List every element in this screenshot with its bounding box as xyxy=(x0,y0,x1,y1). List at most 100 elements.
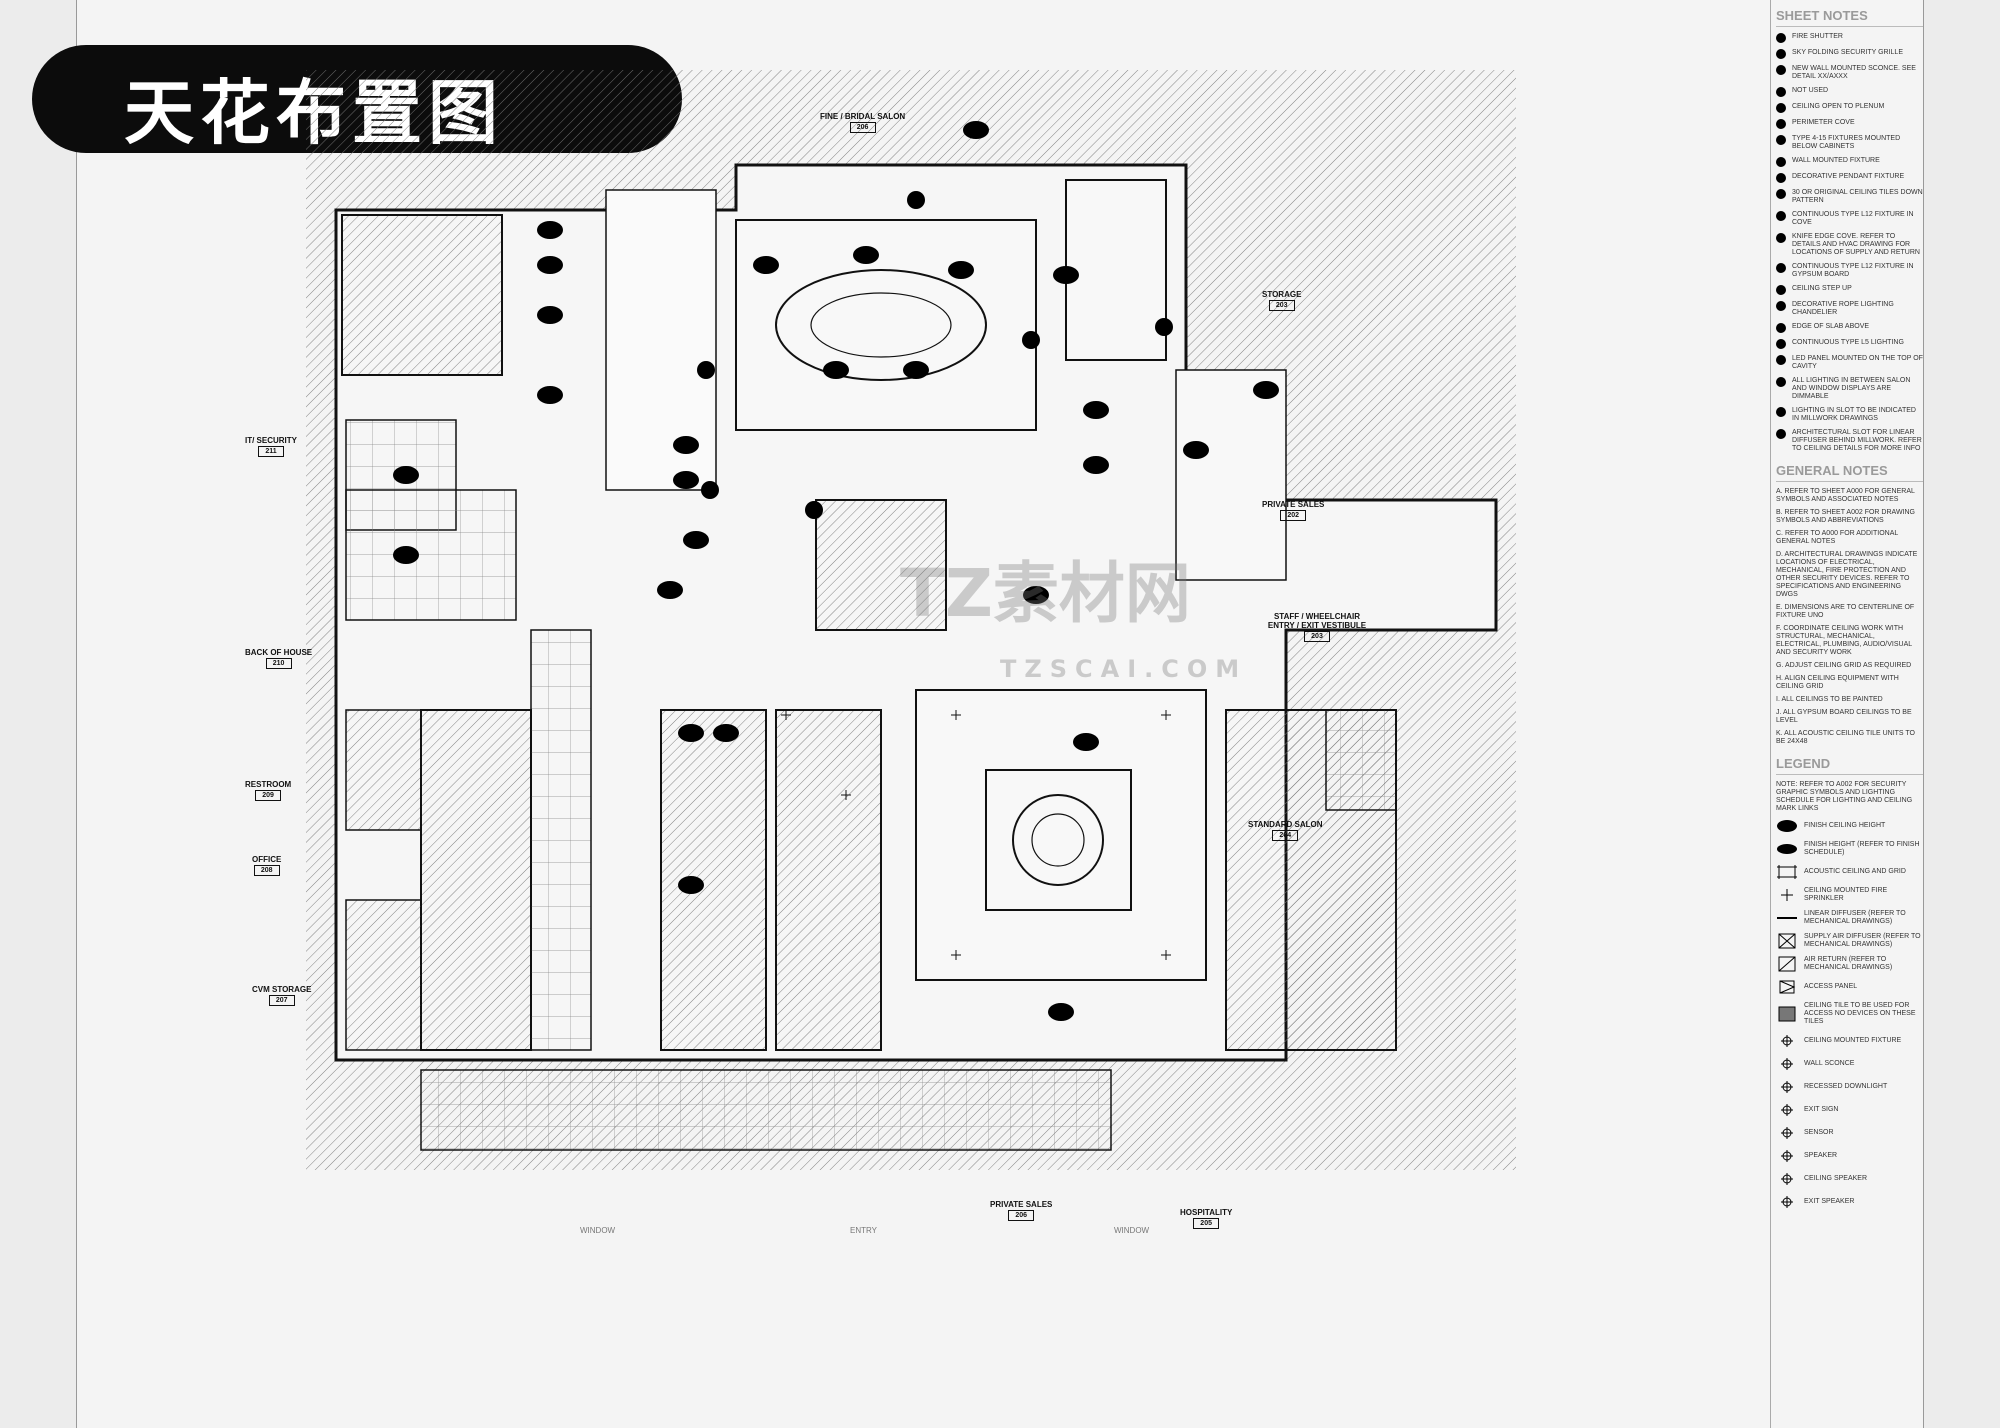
legend-symbol-icon xyxy=(1781,1058,1793,1070)
note-marker-icon xyxy=(1776,355,1786,365)
legend-item: CEILING MOUNTED FIXTURE xyxy=(1776,1033,1923,1049)
sheet-note-item: LIGHTING IN SLOT TO BE INDICATED IN MILL… xyxy=(1776,407,1923,423)
sheet-note-text: CONTINUOUS TYPE L12 FIXTURE IN GYPSUM BO… xyxy=(1792,263,1914,278)
sheet-note-item: TYPE 4-15 FIXTURES MOUNTED BELOW CABINET… xyxy=(1776,135,1923,151)
legend-text: CEILING MOUNTED FIXTURE xyxy=(1804,1037,1902,1044)
general-notes-list: A. REFER TO SHEET A000 FOR GENERAL SYMBO… xyxy=(1771,488,1923,746)
general-notes-header: GENERAL NOTES xyxy=(1776,463,1923,482)
legend-item: RECESSED DOWNLIGHT xyxy=(1776,1079,1923,1095)
legend-symbol-icon xyxy=(1781,889,1793,901)
legend-item: EXIT SPEAKER xyxy=(1776,1194,1923,1210)
restrooms-block xyxy=(605,189,717,491)
room-office xyxy=(420,709,532,1051)
sheet-note-text: CONTINUOUS TYPE L12 FIXTURE IN COVE xyxy=(1792,211,1914,226)
legend-header: LEGEND xyxy=(1776,756,1923,775)
note-marker-icon xyxy=(1776,339,1786,349)
sheet-note-text: DECORATIVE PENDANT FIXTURE xyxy=(1792,173,1905,180)
general-note-item: J. ALL GYPSUM BOARD CEILINGS TO BE LEVEL xyxy=(1776,709,1912,724)
general-note-item: C. REFER TO A000 FOR ADDITIONAL GENERAL … xyxy=(1776,530,1899,545)
legend-text: CEILING MOUNTED FIRE SPRINKLER xyxy=(1804,887,1888,902)
legend-text: CEILING TILE TO BE USED FOR ACCESS NO DE… xyxy=(1804,1002,1916,1025)
legend-symbol-icon xyxy=(1777,917,1797,919)
note-marker-icon xyxy=(1776,323,1786,333)
sheet-note-item: SKY FOLDING SECURITY GRILLE xyxy=(1776,49,1923,59)
note-marker-icon xyxy=(1776,135,1786,145)
legend-symbol-icon xyxy=(1777,865,1797,879)
legend-item: SPEAKER xyxy=(1776,1148,1923,1164)
sheet-note-item: DECORATIVE ROPE LIGHTING CHANDELIER xyxy=(1776,301,1923,317)
legend-note: NOTE: REFER TO A002 FOR SECURITY GRAPHIC… xyxy=(1776,781,1913,812)
legend-symbol-icon xyxy=(1781,1196,1793,1208)
main-stair xyxy=(815,499,947,631)
sheet-note-item: ALL LIGHTING IN BETWEEN SALON AND WINDOW… xyxy=(1776,377,1923,401)
general-note-item: K. ALL ACOUSTIC CEILING TILE UNITS TO BE… xyxy=(1776,730,1916,745)
sheet-note-item: KNIFE EDGE COVE. REFER TO DETAILS AND HV… xyxy=(1776,233,1923,257)
sheet-note-text: EDGE OF SLAB ABOVE xyxy=(1792,323,1870,330)
sheet-notes-header: SHEET NOTES xyxy=(1776,8,1923,27)
legend-item: SUPPLY AIR DIFFUSER (REFER TO MECHANICAL… xyxy=(1776,933,1923,949)
storage-column-2 xyxy=(775,709,882,1051)
square-ceiling-feature xyxy=(985,769,1132,911)
sheet-note-text: ALL LIGHTING IN BETWEEN SALON AND WINDOW… xyxy=(1792,377,1911,400)
legend-text: RECESSED DOWNLIGHT xyxy=(1804,1083,1888,1090)
sheet-note-item: EDGE OF SLAB ABOVE xyxy=(1776,323,1923,333)
legend-symbol-icon xyxy=(1778,933,1796,949)
legend-text: ACOUSTIC CEILING AND GRID xyxy=(1804,868,1906,875)
note-marker-icon xyxy=(1776,263,1786,273)
legend-symbol-icon xyxy=(1777,844,1797,854)
note-marker-icon xyxy=(1776,285,1786,295)
sheet-note-item: NEW WALL MOUNTED SCONCE. SEE DETAIL XX/A… xyxy=(1776,65,1923,81)
sheet-note-text: NOT USED xyxy=(1792,87,1829,94)
sheet-note-text: PERIMETER COVE xyxy=(1792,119,1855,126)
sheet-note-item: CONTINUOUS TYPE L12 FIXTURE IN GYPSUM BO… xyxy=(1776,263,1923,279)
sheet-note-text: TYPE 4-15 FIXTURES MOUNTED BELOW CABINET… xyxy=(1792,135,1901,150)
legend-symbol-icon xyxy=(1777,820,1797,832)
note-marker-icon xyxy=(1776,65,1786,75)
legend-item: CEILING TILE TO BE USED FOR ACCESS NO DE… xyxy=(1776,1002,1923,1026)
room-private-sales-right xyxy=(1175,369,1287,581)
general-note-item: E. DIMENSIONS ARE TO CENTERLINE OF FIXTU… xyxy=(1776,604,1915,619)
general-note-item: B. REFER TO SHEET A002 FOR DRAWING SYMBO… xyxy=(1776,509,1915,524)
sheet-note-item: WALL MOUNTED FIXTURE xyxy=(1776,157,1923,167)
sheet-note-text: LED PANEL MOUNTED ON THE TOP OF CAVITY xyxy=(1792,355,1923,370)
general-note-item: D. ARCHITECTURAL DRAWINGS INDICATE LOCAT… xyxy=(1776,551,1918,598)
legend-text: EXIT SIGN xyxy=(1804,1106,1839,1113)
general-note-item: A. REFER TO SHEET A000 FOR GENERAL SYMBO… xyxy=(1776,488,1915,503)
note-marker-icon xyxy=(1776,211,1786,221)
bottom-window-zone xyxy=(420,1069,1112,1151)
legend-text: EXIT SPEAKER xyxy=(1804,1198,1855,1205)
legend-text: AIR RETURN (REFER TO MECHANICAL DRAWINGS… xyxy=(1804,956,1893,971)
sheet-note-item: PERIMETER COVE xyxy=(1776,119,1923,129)
legend-item: AIR RETURN (REFER TO MECHANICAL DRAWINGS… xyxy=(1776,956,1923,972)
oval-ceiling-feature xyxy=(775,269,987,381)
sheet-note-text: WALL MOUNTED FIXTURE xyxy=(1792,157,1880,164)
sheet-note-item: CEILING OPEN TO PLENUM xyxy=(1776,103,1923,113)
legend-symbol-icon xyxy=(1779,980,1796,994)
legend-symbol-icon xyxy=(1781,1173,1793,1185)
note-marker-icon xyxy=(1776,189,1786,199)
ceiling-plan xyxy=(306,70,1516,1170)
legend-item: CEILING MOUNTED FIRE SPRINKLER xyxy=(1776,887,1923,903)
note-marker-icon xyxy=(1776,301,1786,311)
legend-text: ACCESS PANEL xyxy=(1804,983,1858,990)
corridor-grid xyxy=(530,629,592,1051)
legend-text: WALL SCONCE xyxy=(1804,1060,1855,1067)
legend-symbol-icon xyxy=(1781,1150,1793,1162)
general-note-item: I. ALL CEILINGS TO BE PAINTED xyxy=(1776,696,1883,703)
legend-symbol-icon xyxy=(1781,1104,1793,1116)
label-window-1: WINDOW xyxy=(580,1226,616,1235)
sprinkler-marks xyxy=(781,710,1171,960)
legend-text: SPEAKER xyxy=(1804,1152,1838,1159)
general-note-item: F. COORDINATE CEILING WORK WITH STRUCTUR… xyxy=(1776,625,1912,656)
room-standard-salon xyxy=(915,689,1207,981)
